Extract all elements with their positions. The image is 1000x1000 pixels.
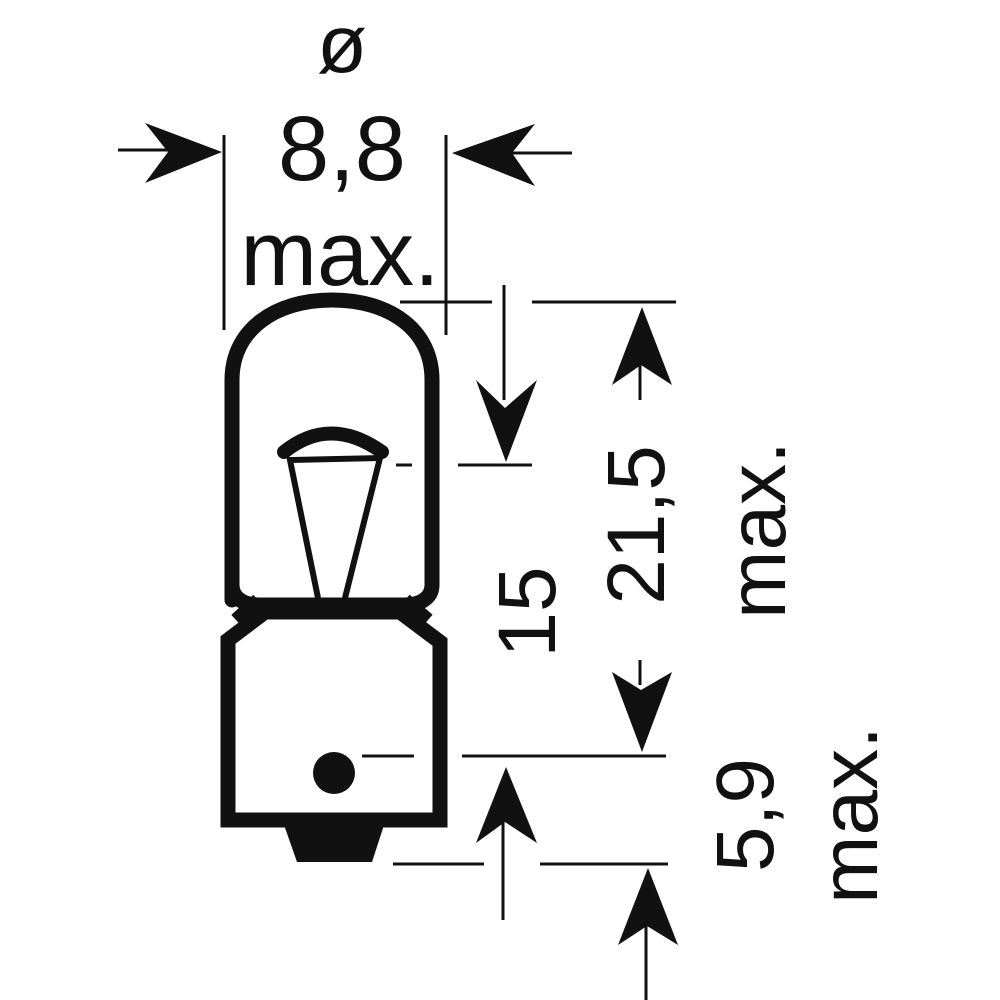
base-value: 5,9 xyxy=(700,758,791,872)
top-reference-lines xyxy=(400,300,676,335)
arrow-up-icon xyxy=(618,868,678,945)
neck-right xyxy=(400,594,433,626)
base-contact xyxy=(283,822,385,862)
arrow-right-icon xyxy=(145,123,222,183)
light-center-value: 15 xyxy=(482,566,573,657)
base-qualifier: max. xyxy=(804,726,895,904)
filament xyxy=(277,426,389,459)
diameter-value: 8,8 xyxy=(278,98,406,200)
bayonet-pin xyxy=(313,752,355,794)
arrow-left-icon xyxy=(452,124,535,186)
light-center-dimension: 15 xyxy=(362,285,666,920)
diameter-symbol: ø xyxy=(317,0,367,90)
overall-length-qualifier: max. xyxy=(712,441,803,619)
neck-left xyxy=(231,594,263,626)
glass-envelope xyxy=(224,292,440,613)
arrow-up-icon xyxy=(612,307,672,385)
overall-length-dimension: 21,5 max. xyxy=(591,307,803,752)
overall-length-value: 21,5 xyxy=(591,445,682,605)
diameter-dimension: ø 8,8 max. xyxy=(118,0,572,330)
base-dimension: 5,9 max. xyxy=(393,726,895,1000)
arrow-down-icon xyxy=(612,672,672,752)
bulb-base xyxy=(220,604,448,828)
arrow-up-icon xyxy=(476,767,537,843)
bulb-drawing xyxy=(220,292,448,862)
diameter-qualifier: max. xyxy=(240,203,439,305)
filament-support xyxy=(286,454,384,599)
arrow-down-icon xyxy=(476,380,537,462)
